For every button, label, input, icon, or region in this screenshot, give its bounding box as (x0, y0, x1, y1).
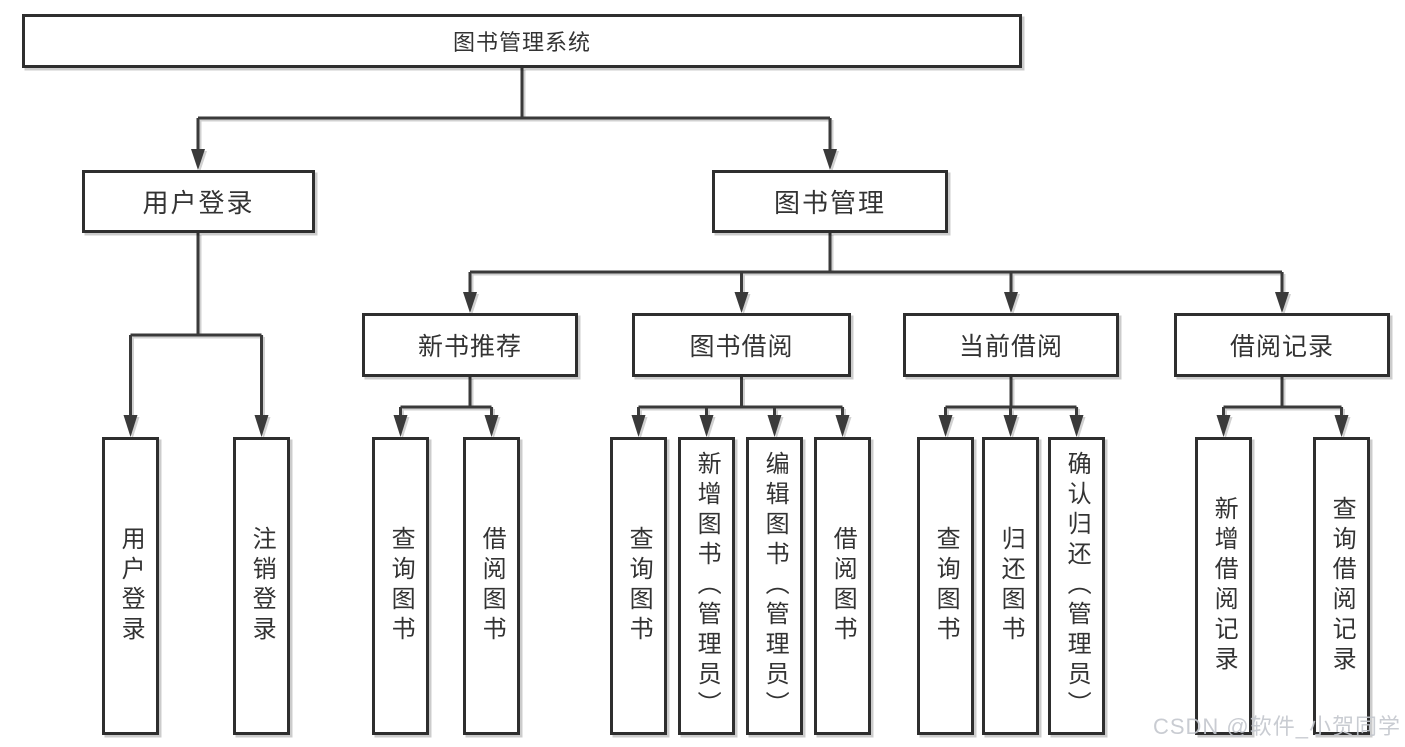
node-label: 新增图书（管理员） (693, 451, 721, 721)
node-label: 图书管理系统 (452, 30, 591, 55)
leaf-edit-books-admin: 编辑图书（管理员） (746, 437, 803, 735)
node-label: 图书借阅 (689, 333, 794, 361)
leaf-query-books-recommend: 查询图书 (372, 437, 429, 735)
node-new-book-recommend: 新书推荐 (362, 313, 578, 377)
node-borrow-records: 借阅记录 (1174, 313, 1390, 377)
node-label: 查询图书 (625, 526, 653, 646)
node-label: 借阅图书 (829, 526, 857, 646)
node-book-borrowing: 图书借阅 (632, 313, 851, 377)
node-label: 新增借阅记录 (1210, 496, 1238, 676)
node-label: 查询借阅记录 (1328, 496, 1356, 676)
node-user-login: 用户登录 (82, 170, 315, 233)
leaf-user-login: 用户登录 (102, 437, 159, 735)
node-label: 注销登录 (248, 526, 276, 646)
node-label: 图书管理 (773, 188, 886, 218)
node-label: 编辑图书（管理员） (761, 451, 789, 721)
node-label: 查询图书 (387, 526, 415, 646)
node-label: 当前借阅 (958, 333, 1063, 361)
node-root-system: 图书管理系统 (22, 14, 1022, 68)
node-current-borrowing: 当前借阅 (903, 313, 1119, 377)
node-label: 用户登录 (117, 526, 145, 646)
leaf-query-books-current: 查询图书 (917, 437, 974, 735)
node-label: 查询图书 (932, 526, 960, 646)
leaf-add-books-admin: 新增图书（管理员） (678, 437, 735, 735)
node-label: 归还图书 (997, 526, 1025, 646)
leaf-borrow-books-borrowing: 借阅图书 (814, 437, 871, 735)
leaf-borrow-books-recommend: 借阅图书 (463, 437, 520, 735)
node-book-management: 图书管理 (712, 170, 948, 233)
leaf-add-borrow-record: 新增借阅记录 (1195, 437, 1252, 735)
node-label: 新书推荐 (417, 333, 522, 361)
node-label: 借阅图书 (478, 526, 506, 646)
leaf-confirm-return-admin: 确认归还（管理员） (1048, 437, 1105, 735)
node-label: 确认归还（管理员） (1063, 451, 1091, 721)
leaf-query-borrow-record: 查询借阅记录 (1313, 437, 1370, 735)
node-label: 用户登录 (142, 188, 255, 218)
leaf-query-books-borrowing: 查询图书 (610, 437, 667, 735)
node-label: 借阅记录 (1229, 333, 1334, 361)
leaf-logout: 注销登录 (233, 437, 290, 735)
leaf-return-books: 归还图书 (982, 437, 1039, 735)
